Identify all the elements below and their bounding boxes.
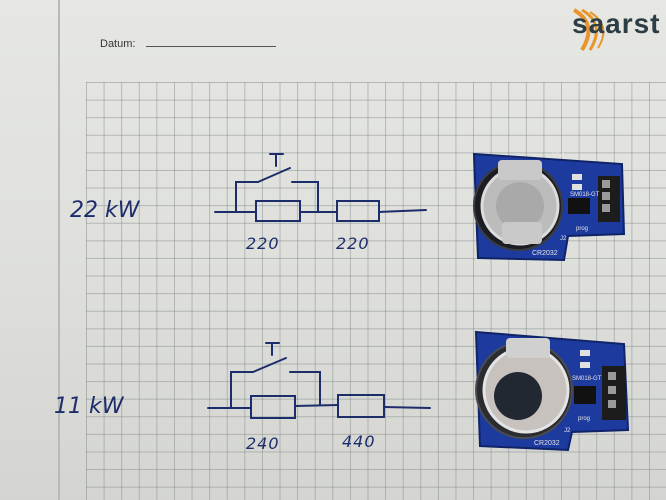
- circuit-1-parallel-left: [235, 181, 259, 213]
- rtc-module-2: [474, 330, 630, 452]
- circuit-2-switch-actuator: [265, 342, 280, 356]
- circuit-2-resistor-2: [337, 394, 385, 418]
- circuit-1-switch: [257, 167, 291, 183]
- rtc-module-1: [472, 152, 626, 262]
- module-2-connector: J2: [564, 428, 571, 434]
- circuit-1-switch-actuator: [269, 153, 284, 167]
- circuit-1-power: 22 kW: [70, 198, 140, 223]
- brand-logo-icon: [572, 8, 605, 52]
- module-2-pins: prog: [578, 416, 591, 422]
- date-label: Datum:: [100, 38, 136, 50]
- module-1-battery: CR2032: [532, 250, 558, 257]
- date-field-line: [146, 46, 276, 47]
- circuit-2-switch: [252, 357, 287, 373]
- module-2-chip: SM018-GT: [572, 376, 602, 382]
- module-1-version: V1A: [552, 152, 566, 159]
- circuit-2-resistor-1: [250, 395, 296, 419]
- module-2-battery: CR2032: [534, 440, 560, 447]
- circuit-2-r2-value: 440: [342, 432, 376, 451]
- circuit-1-resistor-1: [255, 200, 301, 222]
- circuit-1-r2-value: 220: [336, 234, 370, 253]
- module-1-connector: J2: [560, 236, 567, 242]
- module-2-version: V1A: [550, 330, 564, 337]
- module-1-chip: SM018-GT: [570, 192, 600, 198]
- circuit-2-parallel-right: [289, 371, 321, 406]
- paper-margin-line: [58, 0, 60, 500]
- brand-name: saarst: [572, 8, 661, 39]
- module-1-pins: prog: [576, 226, 589, 232]
- circuit-2-parallel-left: [230, 371, 254, 409]
- circuit-1-resistor-2: [336, 200, 380, 222]
- circuit-2-power: 11 kW: [54, 394, 124, 419]
- circuit-1-parallel-right: [291, 181, 319, 213]
- circuit-2-r1-value: 240: [246, 434, 280, 453]
- circuit-1-r1-value: 220: [246, 234, 280, 253]
